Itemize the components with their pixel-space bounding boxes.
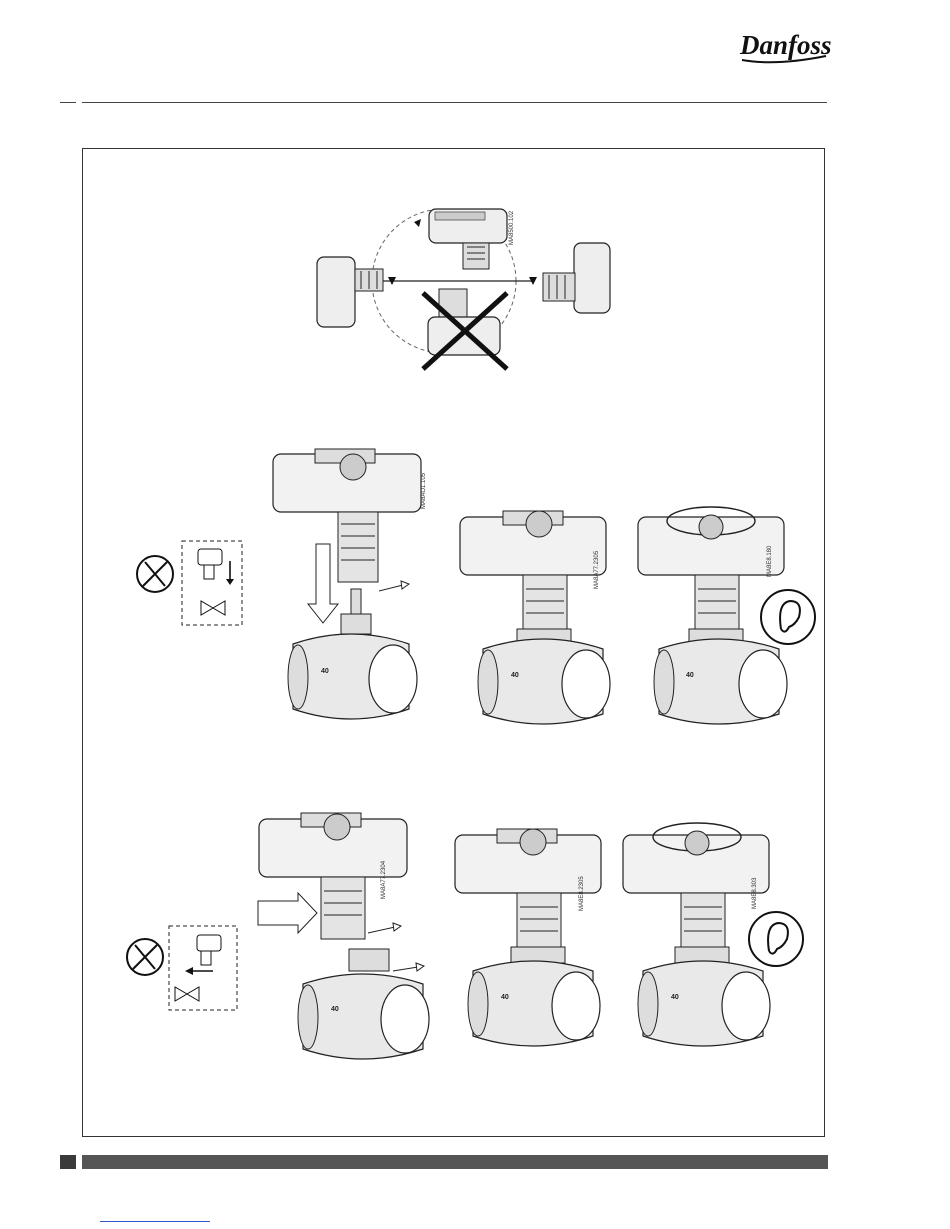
orientation-diagram: MA8500.102: [317, 209, 610, 369]
figure-code: MA8A77.2305: [594, 550, 600, 589]
row-1: 40 MA8AO1.105 40 MA8A77.2305: [137, 449, 815, 724]
figure-code: MA8AO1.105: [421, 472, 427, 509]
figure-code: MA8A77.2304: [381, 860, 387, 899]
valve-assembly-step-3: 40 MA8E8.180: [638, 507, 815, 724]
installation-illustration: MA8500.102: [83, 149, 826, 1138]
mount-vertical-instruction: [182, 541, 242, 625]
no-tools-icon: [137, 556, 173, 592]
right-arrow-icon: [258, 893, 317, 933]
valve-marking: 40: [686, 672, 694, 679]
valve-assembly-step-5: 40 MA8E8.2305: [455, 829, 601, 1046]
ear-listen-icon: [761, 590, 815, 644]
valve-assembly-step-2: 40 MA8A77.2305: [460, 511, 610, 724]
footer-bar: [82, 1155, 828, 1169]
mount-horizontal-instruction: [169, 926, 237, 1010]
valve-marking: 40: [321, 668, 329, 675]
valve-marking: 40: [501, 994, 509, 1001]
figure-code: MA8E8.303: [752, 877, 758, 909]
actuator-right-icon: [543, 243, 610, 313]
actuator-bottom-forbidden-icon: [423, 289, 507, 369]
valve-marking: 40: [671, 994, 679, 1001]
illustration-frame: MA8500.102: [82, 148, 825, 1137]
no-tools-icon: [127, 939, 163, 975]
valve-marking: 40: [331, 1006, 339, 1013]
danfoss-logo: Danfoss: [736, 22, 832, 74]
ear-listen-icon: [749, 912, 803, 966]
footer-link-underline[interactable]: [100, 1221, 210, 1222]
header-rule: [82, 102, 827, 103]
actuator-top-icon: [429, 209, 507, 269]
footer-page-block: [60, 1155, 76, 1169]
row-2: 40 MA8A77.2304 40 MA8E8.2305: [127, 813, 803, 1059]
valve-assembly-step-1: 40 MA8AO1.105: [273, 449, 427, 719]
down-arrow-icon: [308, 544, 338, 623]
orientation-code: MA8500.102: [509, 210, 515, 245]
header-rule-short: [60, 102, 76, 103]
valve-assembly-step-4: 40 MA8A77.2304: [258, 813, 429, 1059]
valve-marking: 40: [511, 672, 519, 679]
logo-text: Danfoss: [739, 30, 832, 60]
arrow-head-icon: [414, 219, 421, 227]
valve-assembly-step-6: 40 MA8E8.303: [623, 823, 803, 1046]
figure-code: MA8E8.2305: [579, 876, 585, 911]
figure-code: MA8E8.180: [767, 545, 773, 577]
